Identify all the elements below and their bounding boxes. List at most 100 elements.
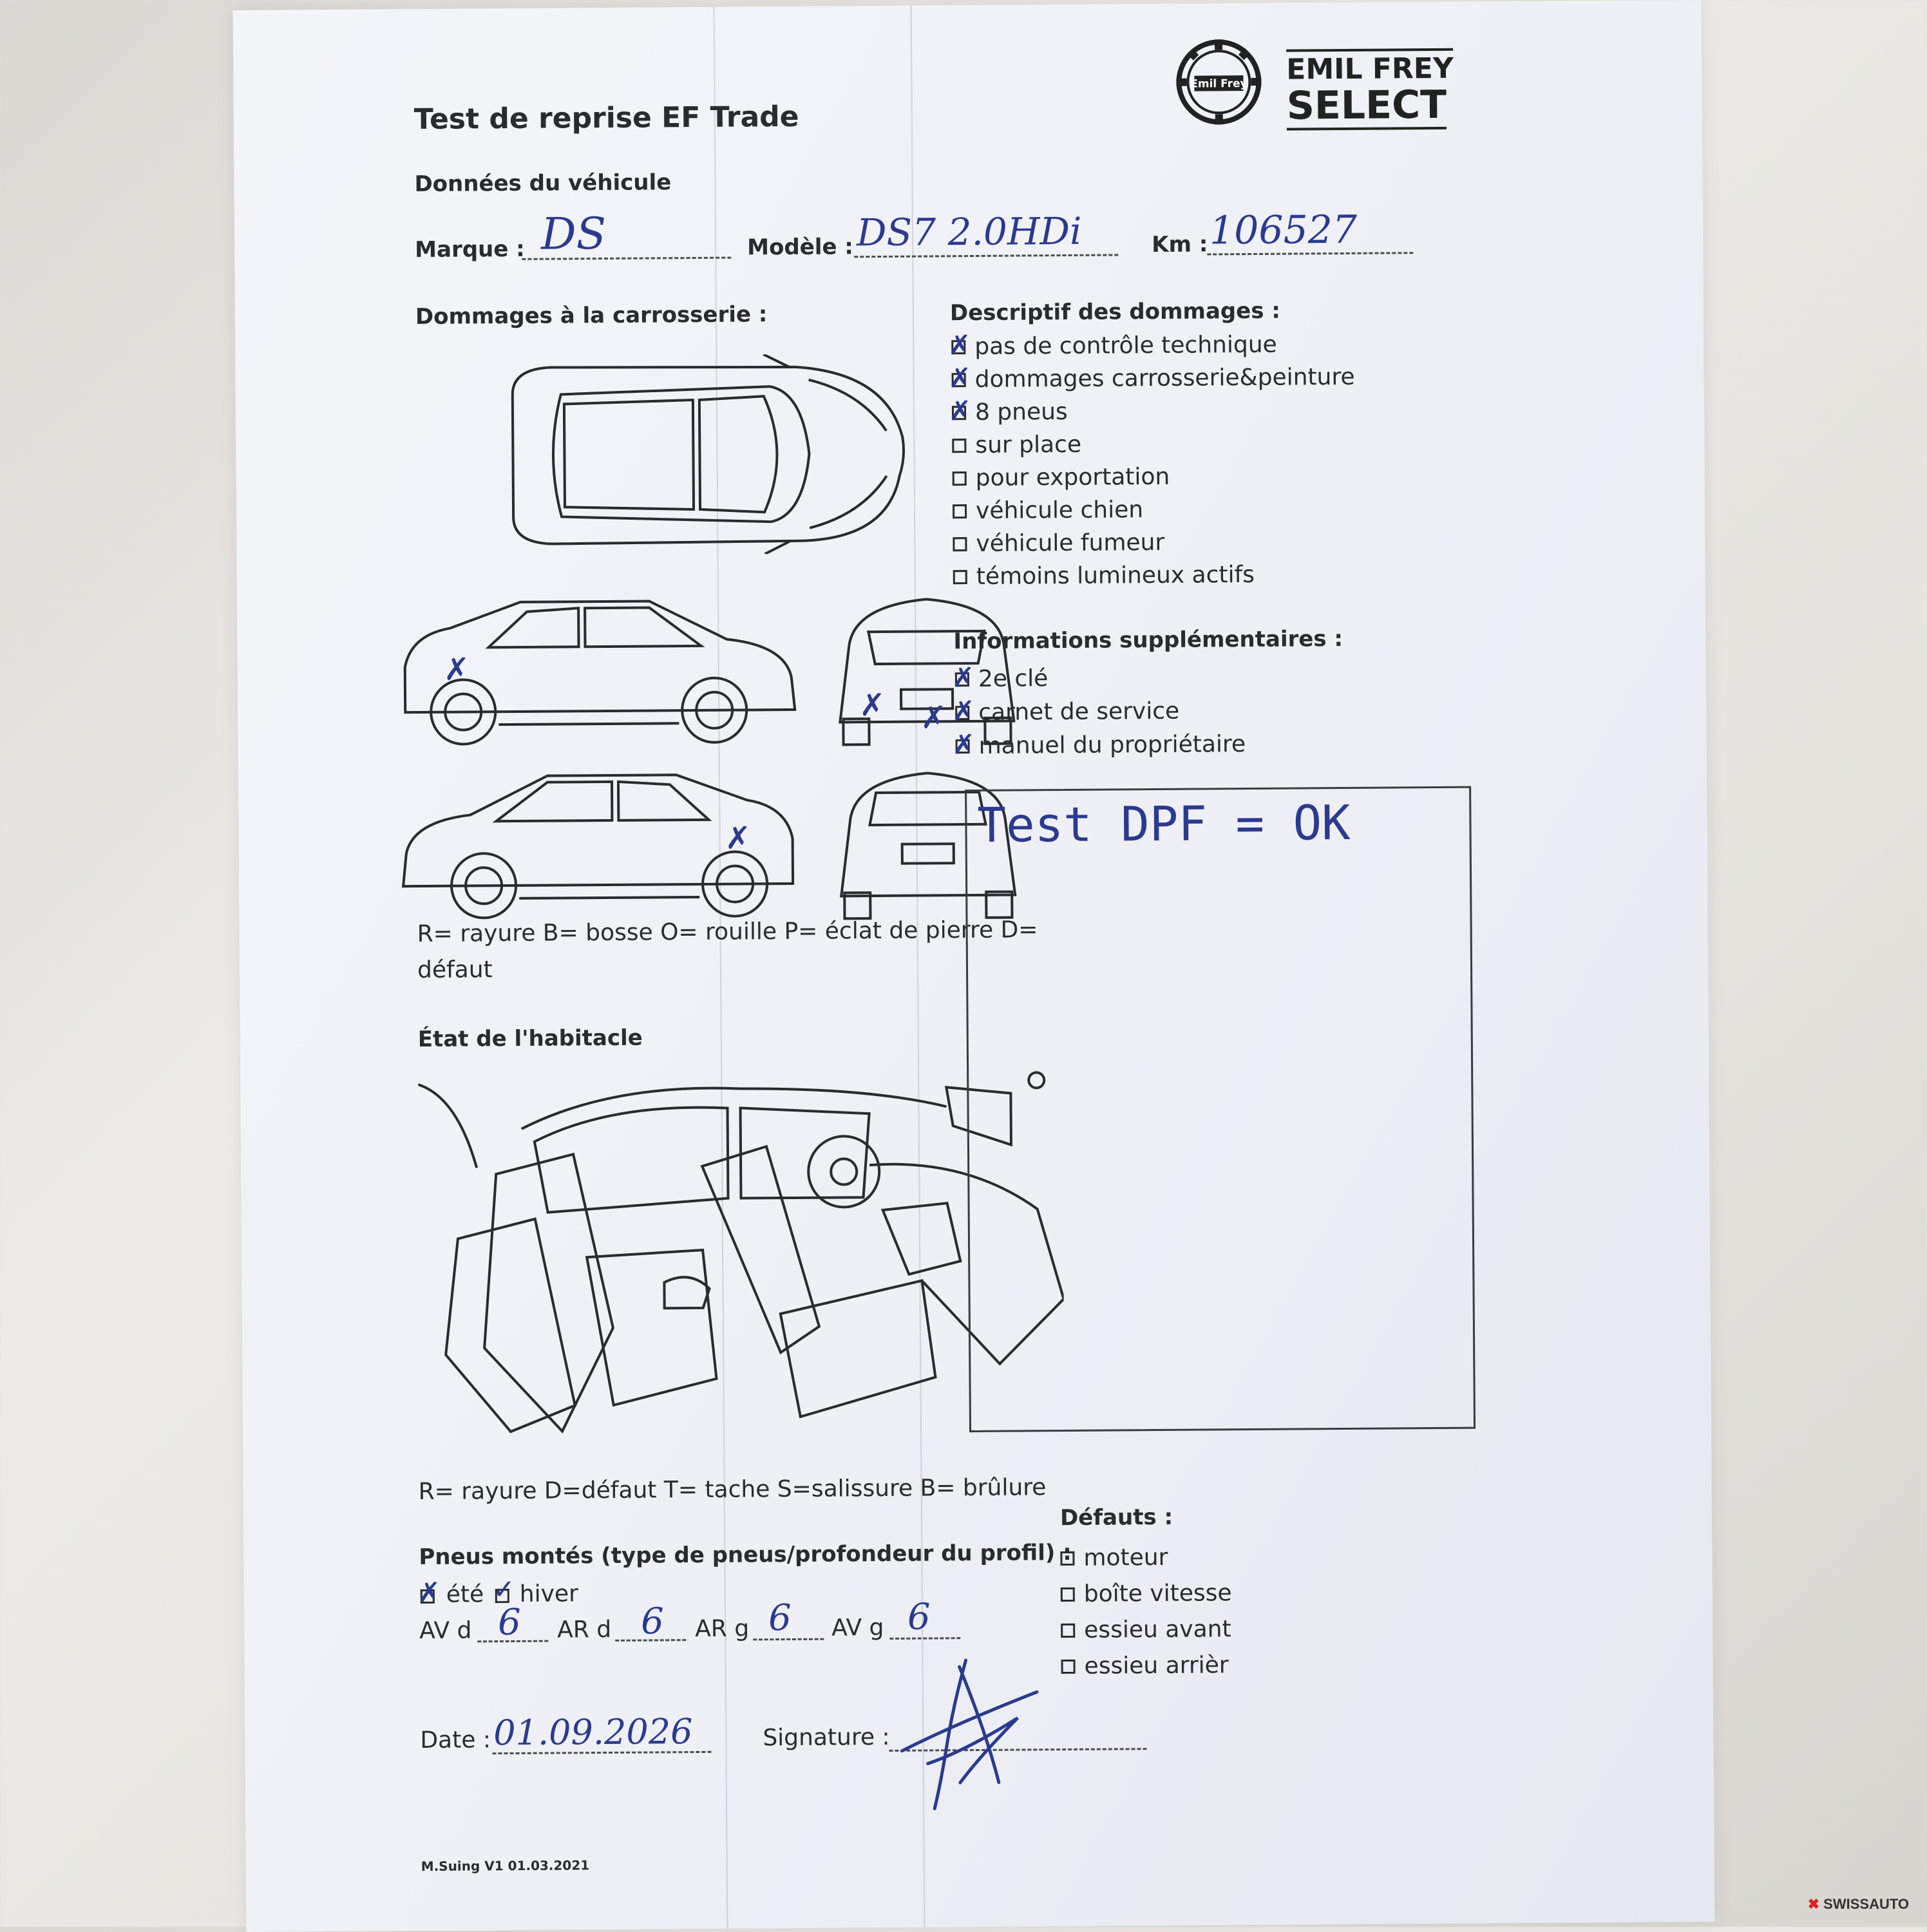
extra-info-checkbox[interactable]: ✗ <box>952 694 975 726</box>
notes-text: Test DPF = OK <box>977 795 1351 853</box>
check-mark-icon: ✗ <box>952 694 975 726</box>
swissauto-watermark: ✖SWISSAUTO <box>1807 1896 1909 1912</box>
interior-title: État de l'habitacle <box>417 1025 643 1053</box>
km-value[interactable]: 106527 <box>1209 207 1358 254</box>
check-mark-icon: ✗ <box>948 361 971 393</box>
defect-item[interactable]: moteur <box>1060 1544 1168 1571</box>
defects-list: moteur boîte vitesse essieu avant essieu ar… <box>233 0 1702 1680</box>
extra-info-label: carnet de service <box>978 697 1180 726</box>
damage-desc-item[interactable]: sur place <box>952 431 1081 459</box>
brand-line-1: EMIL FREY <box>1286 48 1454 86</box>
defect-item[interactable]: boîte vitesse <box>1060 1580 1232 1607</box>
vehicle-section-title: Données du véhicule <box>414 169 672 198</box>
av-d-value[interactable]: 6 <box>497 1601 521 1644</box>
damage-desc-label: pour exportation <box>975 463 1170 491</box>
extra-info-item[interactable]: ✗manuel du propriétaire <box>952 728 1246 759</box>
svg-text:Emil Frey: Emil Frey <box>1190 77 1248 91</box>
emil-frey-logo: Emil Frey EMIL FREY SELECT <box>1173 35 1515 131</box>
damage-desc-label: témoins lumineux actifs <box>976 561 1255 590</box>
damage-desc-item[interactable]: témoins lumineux actifs <box>953 562 1255 590</box>
damage-desc-item[interactable]: véhicule fumeur <box>953 529 1164 557</box>
car-front-diagram: ✗ ✗ <box>839 598 1016 746</box>
car-left-side-diagram: ✗ <box>403 600 797 746</box>
model-value[interactable]: DS7 2.0HDi <box>856 209 1082 255</box>
damage-desc-checkbox[interactable]: ✗ <box>948 329 971 361</box>
form-version: M.Suing V1 01.03.2021 <box>421 1857 590 1875</box>
svg-text:✗: ✗ <box>859 687 886 723</box>
damage-desc-checkbox[interactable] <box>953 536 967 551</box>
defect-checkbox[interactable] <box>1061 1659 1076 1674</box>
damage-desc-label: véhicule chien <box>975 497 1144 524</box>
check-mark-icon: ✗ <box>948 328 971 361</box>
brand-value[interactable]: DS <box>540 208 607 260</box>
check-mark-icon: ✗ <box>952 728 975 760</box>
defect-label: essieu avant <box>1084 1616 1231 1643</box>
brand-line-2: SELECT <box>1286 82 1447 131</box>
damage-desc-list: ✗pas de contrôle technique✗dommages carr… <box>233 0 1702 590</box>
extra-info-label: manuel du propriétaire <box>978 731 1246 759</box>
form-sheet: Emil Frey EMIL FREY SELECT Test de repri… <box>233 0 1715 1932</box>
svg-text:✗: ✗ <box>444 651 470 687</box>
notes-box[interactable]: Test DPF = OK <box>965 786 1476 1433</box>
model-label: Modèle : <box>747 234 854 261</box>
av-d-label: AV d <box>419 1617 472 1645</box>
damage-desc-label: pas de contrôle technique <box>974 331 1277 360</box>
body-damage-title: Dommages à la carrosserie : <box>415 301 768 330</box>
damage-desc-checkbox[interactable] <box>953 569 967 584</box>
km-label: Km : <box>1152 231 1208 258</box>
check-mark-icon: ✗ <box>951 661 975 693</box>
svg-text:✗: ✗ <box>920 699 947 735</box>
damage-desc-item[interactable]: ✗pas de contrôle technique <box>948 329 1277 361</box>
defect-label: essieu arrièr <box>1084 1652 1229 1680</box>
damage-desc-item[interactable]: ✗8 pneus <box>949 395 1068 426</box>
extra-info-item[interactable]: ✗2e clé <box>952 661 1049 692</box>
ar-g-label: AR g <box>695 1615 750 1643</box>
defects-title: Défauts : <box>1059 1504 1173 1531</box>
damage-desc-item[interactable]: ✗dommages carrosserie&peinture <box>948 362 1355 393</box>
extra-info-label: 2e clé <box>978 665 1049 692</box>
date-label: Date : <box>420 1727 491 1754</box>
swissauto-logo-icon: ✖ <box>1807 1896 1820 1912</box>
damage-desc-checkbox[interactable]: ✗ <box>949 395 972 426</box>
defect-checkbox[interactable] <box>1060 1551 1075 1566</box>
av-g-label: AV g <box>831 1615 884 1642</box>
defect-checkbox[interactable] <box>1060 1587 1075 1602</box>
damage-desc-checkbox[interactable] <box>952 504 967 518</box>
form-title: Test de reprise EF Trade <box>413 100 799 137</box>
defect-checkbox[interactable] <box>1061 1623 1076 1638</box>
car-rear-diagram <box>839 772 1017 920</box>
defect-item[interactable]: essieu avant <box>1061 1616 1231 1643</box>
extra-info-checkbox[interactable]: ✗ <box>952 728 975 759</box>
damage-desc-checkbox[interactable] <box>952 471 967 486</box>
damage-desc-label: 8 pneus <box>974 398 1068 426</box>
damage-desc-label: sur place <box>975 431 1082 459</box>
av-g-value[interactable]: 6 <box>907 1596 931 1638</box>
ar-d-value[interactable]: 6 <box>640 1600 664 1643</box>
damage-desc-label: dommages carrosserie&peinture <box>974 363 1355 393</box>
damage-desc-checkbox[interactable]: ✗ <box>948 362 971 393</box>
extra-info-list: ✗2e clé✗carnet de service✗manuel du prop… <box>233 0 1702 759</box>
ar-g-value[interactable]: 6 <box>768 1597 792 1640</box>
summer-label: été <box>446 1581 484 1608</box>
car-top-view-diagram <box>511 353 906 556</box>
model-underline <box>854 254 1119 258</box>
check-mark-summer-icon: ✗ <box>417 1576 441 1609</box>
body-legend-line-2: défaut <box>417 956 493 984</box>
extra-info-checkbox[interactable]: ✗ <box>952 661 975 692</box>
check-mark-icon: ✗ <box>948 394 972 426</box>
damage-desc-title: Descriptif des dommages : <box>949 298 1281 327</box>
damage-desc-checkbox[interactable] <box>952 438 967 453</box>
extra-info-item[interactable]: ✗carnet de service <box>952 694 1180 726</box>
defect-item[interactable]: essieu arrièr <box>1061 1652 1229 1680</box>
damage-desc-item[interactable]: véhicule chien <box>952 497 1144 524</box>
handwritten-signature <box>900 1658 1039 1810</box>
damage-desc-item[interactable]: pour exportation <box>952 463 1170 491</box>
emil-frey-emblem-icon: Emil Frey <box>1176 39 1262 125</box>
check-mark-winter-icon: ✓ <box>492 1573 516 1605</box>
defect-label: boîte vitesse <box>1083 1580 1232 1607</box>
date-value[interactable]: 01.09.2026 <box>493 1711 693 1754</box>
interior-legend: R= rayure D=défaut T= tache S=salissure … <box>418 1474 1047 1506</box>
winter-label: hiver <box>519 1580 579 1607</box>
body-legend-line-1: R= rayure B= bosse O= rouille P= éclat d… <box>417 916 1038 948</box>
car-right-side-diagram: ✗ <box>401 773 795 920</box>
